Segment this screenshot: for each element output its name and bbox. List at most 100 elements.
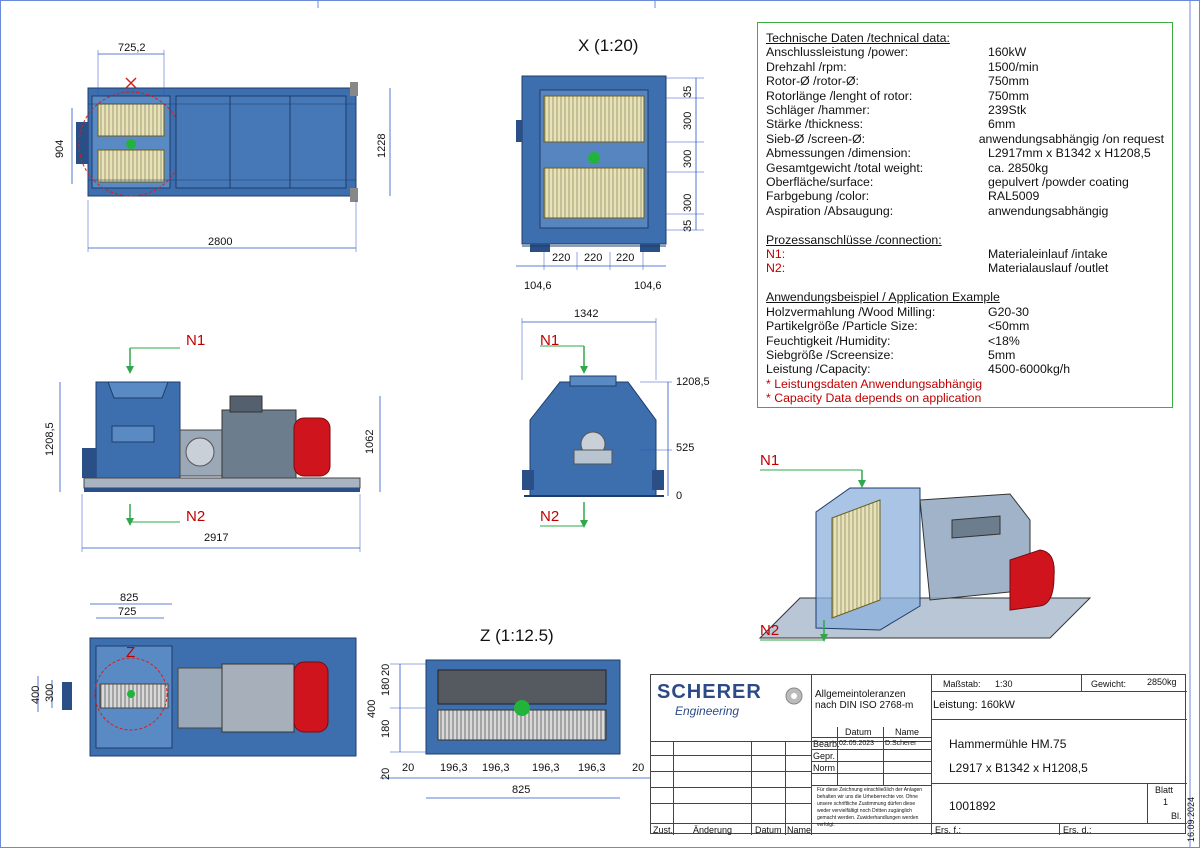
tech-row: Oberfläche/surface:gepulvert /powder coa… bbox=[766, 175, 1164, 189]
row-key: Schläger /hammer: bbox=[766, 103, 870, 118]
z-dim-h-4: 196,3 bbox=[578, 762, 606, 774]
weight-value: 2850kg bbox=[1147, 677, 1177, 687]
z-dim-h-0: 20 bbox=[402, 762, 415, 774]
gear-icon bbox=[785, 687, 803, 705]
row-key: Siebgröße /Screensize: bbox=[766, 347, 894, 362]
app-row: Feuchtigkeit /Humidity: <18% bbox=[766, 334, 1164, 348]
row-key: Holzvermahlung /Wood Milling: bbox=[766, 304, 936, 319]
logo-sub: Engineering bbox=[675, 704, 740, 718]
note-2: * Capacity Data depends on application bbox=[766, 391, 982, 406]
row-key: Rotor-Ø /rotor-Ø: bbox=[766, 74, 859, 89]
tech-row: Stärke /thickness:6mm bbox=[766, 117, 1164, 131]
row-key: Drehzahl /rpm: bbox=[766, 59, 847, 74]
iso-view bbox=[758, 469, 1092, 642]
bearb-name: D.Scherer bbox=[885, 740, 917, 747]
row-key: Anschlussleistung /power: bbox=[766, 45, 909, 60]
power-field: Leistung: 160kW bbox=[933, 699, 1015, 711]
tech-row: Farbgebung /color:RAL5009 bbox=[766, 189, 1164, 203]
row-key: Oberfläche/surface: bbox=[766, 175, 874, 190]
iso-n2-label: N2 bbox=[760, 622, 780, 639]
blatt-value: 1 bbox=[1163, 797, 1169, 807]
drawing-number: 1001892 bbox=[949, 799, 996, 813]
z-dim-h-5: 20 bbox=[632, 762, 645, 774]
x-dim-left: 104,6 bbox=[524, 280, 552, 292]
tech-heading: Technische Daten /technical data: bbox=[766, 31, 950, 45]
col-name: Name bbox=[895, 727, 920, 737]
bl-label: Bl. bbox=[1171, 811, 1182, 821]
row-key: Partikelgröße /Particle Size: bbox=[766, 319, 918, 334]
bottom-view bbox=[37, 603, 357, 757]
x-dim-h-1: 220 bbox=[584, 252, 603, 264]
x-dim-h-2: 220 bbox=[616, 252, 635, 264]
conn-row: N1:Materialeinlauf /intake bbox=[766, 247, 1164, 261]
app-row: Holzvermahlung /Wood Milling: G20-30 bbox=[766, 305, 1164, 319]
row-value: G20-30 bbox=[988, 304, 1030, 319]
row-value: 750mm bbox=[988, 74, 1030, 89]
bottom-dim-v1: 400 bbox=[30, 685, 42, 704]
top-dim-length: 2800 bbox=[208, 236, 233, 248]
x-dim-right: 104,6 bbox=[634, 280, 662, 292]
row-gepr: Gepr. bbox=[813, 751, 836, 761]
row-key: Abmessungen /dimension: bbox=[766, 146, 911, 161]
row-value: 239Stk bbox=[988, 103, 1027, 118]
x-dim-v-4: 35 bbox=[682, 219, 694, 232]
tech-row: Anschlussleistung /power:160kW bbox=[766, 45, 1164, 59]
front-dim-base: 0 bbox=[676, 490, 683, 502]
z-dim-h-1: 196,3 bbox=[440, 762, 468, 774]
z-view bbox=[380, 659, 650, 799]
z-view-title: Z (1:12.5) bbox=[480, 626, 554, 645]
logo-main: SCHERER bbox=[657, 681, 762, 703]
x-dim-v-2: 300 bbox=[682, 149, 694, 168]
row-value: Materialauslauf /outlet bbox=[988, 261, 1109, 276]
z-dim-h-2: 196,3 bbox=[482, 762, 510, 774]
side-dim-length: 2917 bbox=[204, 532, 229, 544]
tolerance-note: Allgemeintoleranzen nach DIN ISO 2768-m bbox=[815, 689, 914, 711]
z-dim-v-0: 20 bbox=[380, 663, 392, 676]
tech-row: Abmessungen /dimension:L2917mm x B1342 x… bbox=[766, 146, 1164, 160]
tech-row: Rotorlänge /lenght of rotor:750mm bbox=[766, 89, 1164, 103]
footer-aenderung: Änderung bbox=[693, 825, 733, 835]
tech-row: Drehzahl /rpm:1500/min bbox=[766, 60, 1164, 74]
bottom-dim-outer: 825 bbox=[120, 592, 139, 604]
z-dim-total-h: 825 bbox=[512, 784, 531, 796]
side-dim-motor: 1062 bbox=[364, 429, 376, 454]
bottom-dim-v2: 300 bbox=[44, 683, 56, 702]
z-dim-h-3: 196,3 bbox=[532, 762, 560, 774]
front-n2-label: N2 bbox=[540, 508, 560, 525]
row-key: Feuchtigkeit /Humidity: bbox=[766, 333, 891, 348]
top-dim-depth: 1228 bbox=[376, 133, 388, 158]
app-row: Partikelgröße /Particle Size:<50mm bbox=[766, 319, 1164, 333]
footer-ers-f: Ers. f.: bbox=[935, 825, 962, 835]
side-view bbox=[59, 347, 381, 552]
footer-name: Name bbox=[787, 825, 812, 835]
row-value: RAL5009 bbox=[988, 189, 1040, 204]
z-dim-v-2: 180 bbox=[380, 719, 392, 738]
application-heading: Anwendungsbeispiel / Application Example bbox=[766, 290, 1000, 305]
tech-row: Aspiration /Absaugung:anwendungsabhängig bbox=[766, 204, 1164, 218]
row-value: 4500-6000kg/h bbox=[988, 362, 1071, 377]
x-view bbox=[516, 75, 704, 270]
scale-value: 1:30 bbox=[995, 679, 1013, 689]
row-value: ca. 2850kg bbox=[988, 160, 1049, 175]
front-view bbox=[521, 318, 672, 528]
note-1: * Leistungsdaten Anwendungsabhängig bbox=[766, 376, 983, 391]
x-dim-v-1: 300 bbox=[682, 111, 694, 130]
app-row: Leistung /Capacity:4500-6000kg/h bbox=[766, 362, 1164, 376]
row-key: Sieb-Ø /screen-Ø: bbox=[766, 131, 866, 146]
footer-datum: Datum bbox=[755, 825, 782, 835]
row-value: anwendungsabhängig /on request bbox=[978, 131, 1164, 146]
row-value: <18% bbox=[988, 333, 1020, 348]
side-n1-label: N1 bbox=[186, 332, 206, 349]
connection-heading: Prozessanschlüsse /connection: bbox=[766, 232, 942, 247]
row-key: Gesamtgewicht /total weight: bbox=[766, 160, 924, 175]
row-bearb: Bearb. bbox=[813, 739, 840, 749]
weight-label: Gewicht: bbox=[1091, 679, 1127, 689]
front-dim-top: 1208,5 bbox=[676, 376, 710, 388]
row-key: N2: bbox=[766, 261, 786, 276]
tech-row: Schläger /hammer: 239Stk bbox=[766, 103, 1164, 117]
